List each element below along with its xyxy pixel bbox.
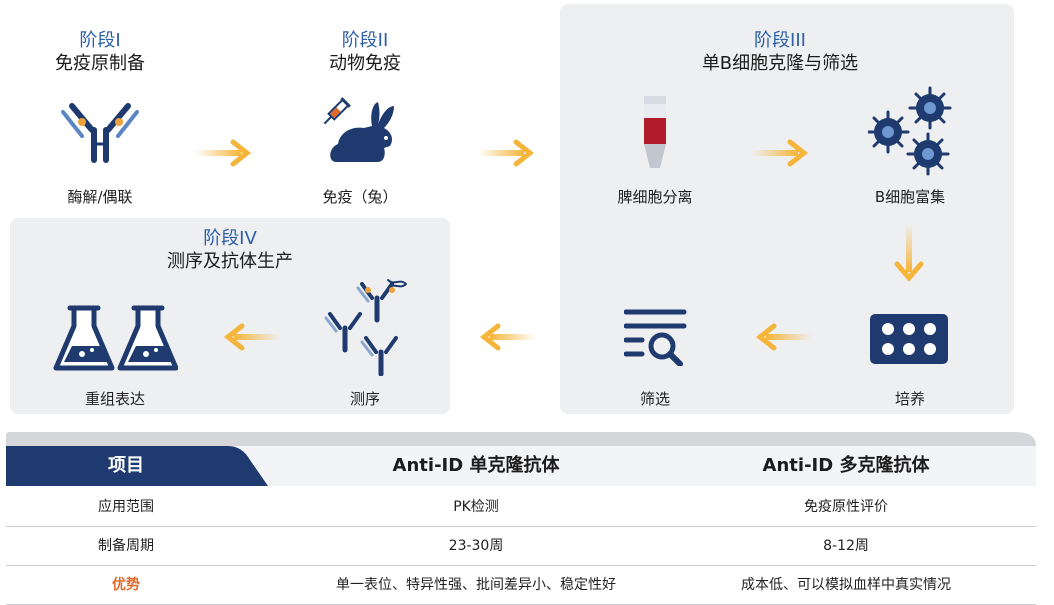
header-item: 项目 (108, 455, 144, 476)
antibody-icon (61, 103, 139, 163)
table-header: 项目 Anti-ID 单克隆抗体 Anti-ID 多克隆抗体 (6, 446, 1036, 486)
arrow-right-icon (478, 139, 535, 167)
tube-icon (644, 96, 666, 168)
node-enzyme-label: 酶解/偶联 (67, 188, 133, 206)
stage-title: 免疫原制备 (55, 53, 145, 74)
table-row: 应用范围 PK检测 免疫原性评价 (6, 488, 1036, 527)
table-top-bar (6, 432, 1036, 446)
table-row: 制备周期 23-30周 8-12周 (6, 527, 1036, 566)
virus-icon (868, 86, 952, 176)
stage-2-header: 阶段II 动物免疫 (295, 30, 435, 76)
node-bcell-label: B细胞富集 (874, 188, 946, 206)
row-mono: PK检测 (453, 499, 499, 515)
header-poly: Anti-ID 多克隆抗体 (762, 455, 930, 476)
stage-1-header: 阶段I 免疫原制备 (30, 30, 170, 76)
row-poly: 免疫原性评价 (804, 499, 888, 515)
node-immune-label: 免疫（兔） (322, 188, 398, 206)
row-mono: 单一表位、特异性强、批间差异小、稳定性好 (336, 577, 616, 593)
row-mono: 23-30周 (448, 538, 504, 554)
table-row: 优势 单一表位、特异性强、批间差异小、稳定性好 成本低、可以模拟血样中真实情况 (6, 566, 1036, 605)
arrow-right-icon (752, 139, 809, 167)
rabbit-icon (330, 102, 394, 162)
arrow-left-icon (755, 323, 812, 351)
node-sequence-label: 测序 (349, 390, 380, 408)
plate-icon (870, 314, 948, 364)
node-culture-label: 培养 (894, 390, 925, 408)
row-label-highlight: 优势 (112, 577, 140, 593)
row-poly: 8-12周 (823, 538, 869, 554)
search-list-icon (624, 309, 687, 366)
row-label: 应用范围 (98, 499, 154, 515)
syringe-icon (323, 97, 351, 125)
stage-3-header: 阶段III 单B细胞克隆与筛选 (660, 30, 900, 76)
stage-number: 阶段I (79, 30, 121, 51)
header-mono: Anti-ID 单克隆抗体 (392, 455, 560, 476)
sequencing-icon (324, 279, 407, 376)
stage-title: 动物免疫 (329, 53, 401, 74)
stage-number: 阶段II (341, 30, 389, 51)
header-tab-shape (6, 446, 268, 486)
arrow-left-icon (479, 323, 536, 351)
stage-number: 阶段IV (203, 228, 257, 249)
row-label: 制备周期 (98, 538, 154, 554)
node-screen-label: 筛选 (639, 390, 670, 408)
arrow-left-icon (223, 323, 280, 351)
stage-4-header: 阶段IV 测序及抗体生产 (130, 228, 330, 274)
node-express-label: 重组表达 (84, 390, 145, 408)
stage-title: 单B细胞克隆与筛选 (701, 53, 859, 74)
flask-icon (53, 305, 178, 371)
arrow-down-icon (894, 224, 924, 282)
node-spleen-label: 脾细胞分离 (617, 188, 693, 206)
arrow-right-icon (195, 139, 252, 167)
row-poly: 成本低、可以模拟血样中真实情况 (741, 577, 951, 593)
stage-title: 测序及抗体生产 (167, 251, 293, 272)
stage-number: 阶段III (754, 30, 806, 51)
